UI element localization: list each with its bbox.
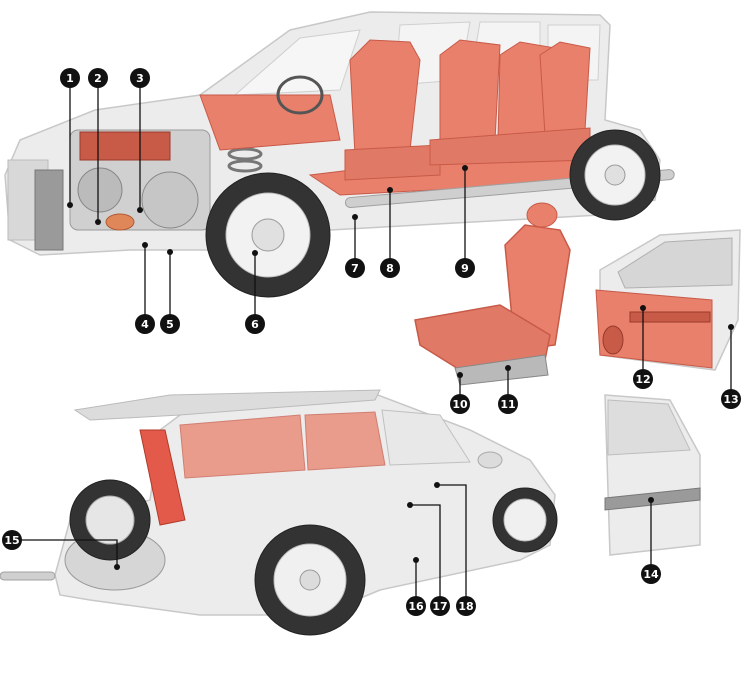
callout-label: 17 <box>432 600 447 613</box>
callout-11: 11 <box>498 394 518 414</box>
leader-lines <box>12 80 732 605</box>
callout-label: 10 <box>452 398 468 411</box>
station-wagon-rear-icon <box>0 389 558 636</box>
callout-16: 16 <box>406 596 426 616</box>
callout-label: 9 <box>461 262 469 275</box>
callout-label: 4 <box>141 318 149 331</box>
leader-endpoints <box>67 165 734 570</box>
callout-9: 9 <box>455 258 475 278</box>
callout-label: 14 <box>643 568 659 581</box>
callout-7: 7 <box>345 258 365 278</box>
callout-10: 10 <box>450 394 470 414</box>
callout-3: 3 <box>130 68 150 88</box>
car-seat-icon <box>414 202 571 386</box>
callout-label: 16 <box>408 600 424 613</box>
callout-label: 6 <box>251 318 259 331</box>
callout-label: 13 <box>723 393 738 406</box>
callout-label: 3 <box>136 72 144 85</box>
callout-label: 15 <box>4 534 19 547</box>
callout-label: 8 <box>386 262 394 275</box>
callout-13: 13 <box>721 389 741 409</box>
cutaway-car-icon <box>4 11 675 298</box>
callout-12: 12 <box>633 369 653 389</box>
callout-label: 18 <box>458 600 473 613</box>
callout-2: 2 <box>88 68 108 88</box>
callout-6: 6 <box>245 314 265 334</box>
callout-15: 15 <box>2 530 22 550</box>
callout-4: 4 <box>135 314 155 334</box>
callout-18: 18 <box>456 596 476 616</box>
door-outer-panel-icon <box>604 394 701 556</box>
callout-17: 17 <box>430 596 450 616</box>
callout-label: 1 <box>66 72 74 85</box>
callout-label: 5 <box>166 318 174 331</box>
callout-label: 7 <box>351 262 359 275</box>
front-door-panel-icon <box>595 229 741 371</box>
callout-8: 8 <box>380 258 400 278</box>
callout-5: 5 <box>160 314 180 334</box>
callout-label: 11 <box>500 398 515 411</box>
callout-14: 14 <box>641 564 661 584</box>
callout-label: 12 <box>635 373 650 386</box>
callout-1: 1 <box>60 68 80 88</box>
callout-label: 2 <box>94 72 102 85</box>
